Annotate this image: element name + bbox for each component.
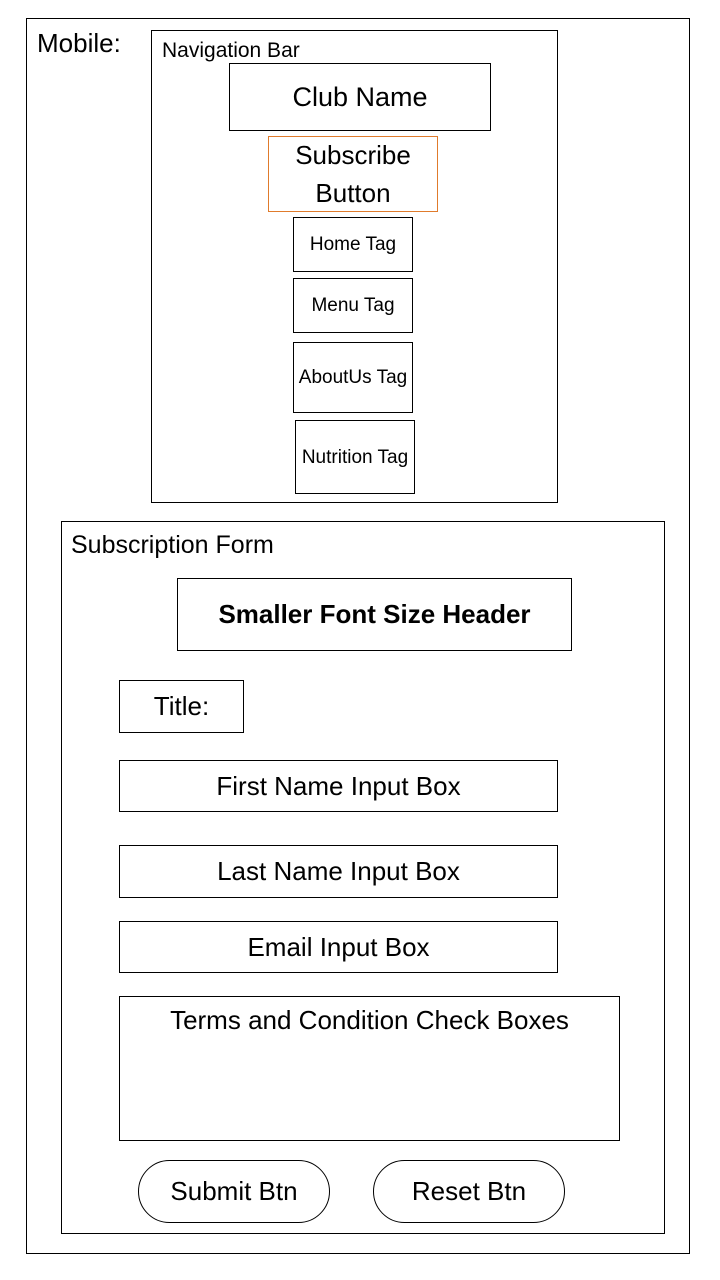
form-header: Smaller Font Size Header — [177, 578, 572, 651]
club-name: Club Name — [229, 63, 491, 131]
nutrition-tag[interactable]: Nutrition Tag — [295, 420, 415, 494]
about-us-tag[interactable]: AboutUs Tag — [293, 342, 413, 413]
terms-checkboxes[interactable]: Terms and Condition Check Boxes — [119, 996, 620, 1141]
title-field: Title: — [119, 680, 244, 733]
navigation-bar-label: Navigation Bar — [162, 39, 300, 62]
first-name-input[interactable]: First Name Input Box — [119, 760, 558, 812]
mobile-label: Mobile: — [37, 28, 121, 58]
home-tag[interactable]: Home Tag — [293, 217, 413, 272]
submit-button[interactable]: Submit Btn — [138, 1160, 330, 1223]
subscription-form-label: Subscription Form — [71, 531, 274, 559]
menu-tag[interactable]: Menu Tag — [293, 278, 413, 333]
reset-button[interactable]: Reset Btn — [373, 1160, 565, 1223]
last-name-input[interactable]: Last Name Input Box — [119, 845, 558, 898]
subscribe-button[interactable]: Subscribe Button — [268, 136, 438, 212]
email-input[interactable]: Email Input Box — [119, 921, 558, 973]
